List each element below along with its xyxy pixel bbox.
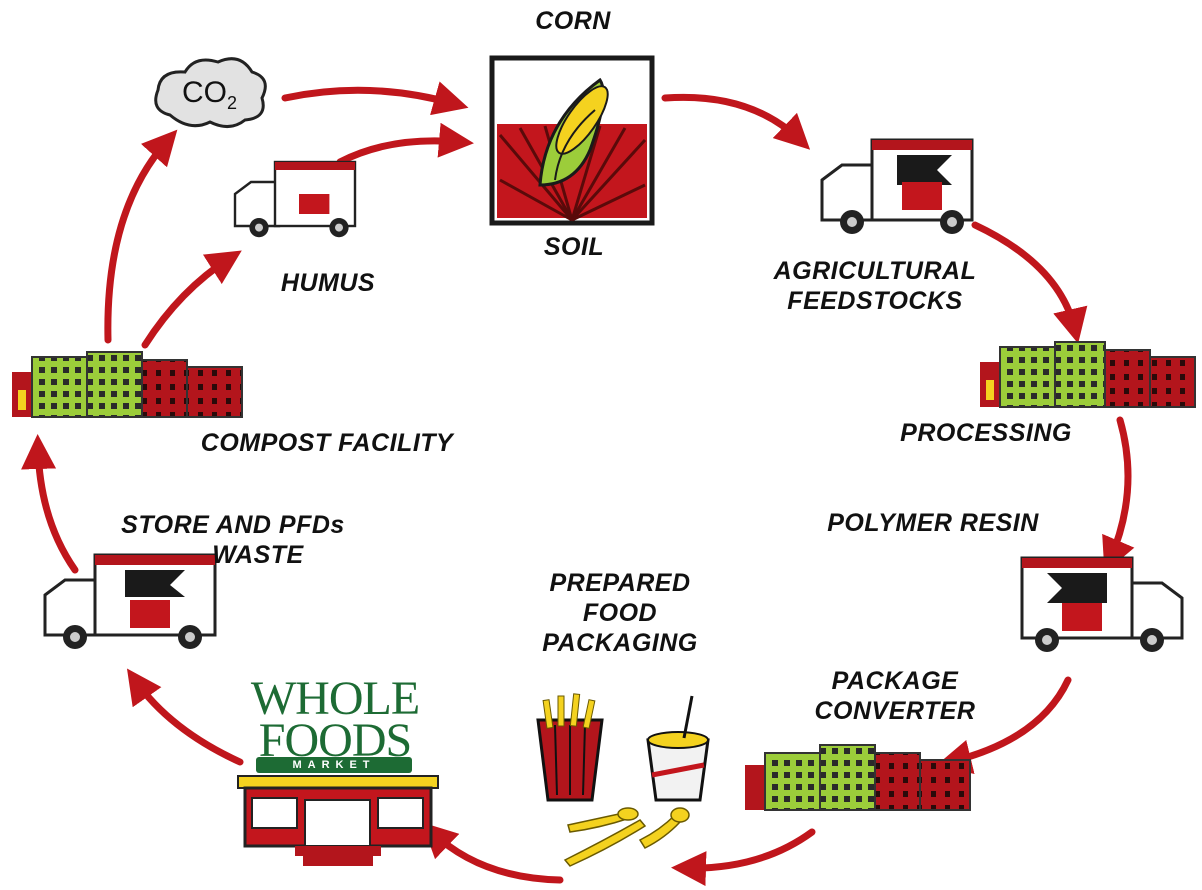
logo-market-tag: MARKET — [256, 757, 412, 773]
arrow-converter-to-packaging — [671, 828, 816, 887]
label-humus: HUMUS — [280, 269, 376, 297]
logo-line-foods: FOODS — [258, 714, 412, 767]
truck-icon-waste — [43, 553, 217, 649]
logo-line-whole: WHOLE — [250, 672, 420, 725]
arrow-store-to-waste — [126, 668, 244, 766]
label-store-waste: STORE AND PFDs WASTE — [98, 510, 368, 570]
label-package-converter: PACKAGE CONVERTER — [810, 666, 980, 726]
label-agricultural: AGRICULTURAL — [773, 257, 977, 285]
arrow-compost-to-co2 — [104, 129, 178, 344]
label-packaging: PACKAGING — [542, 629, 698, 657]
label-prepared-food-packaging: PREPARED FOOD PACKAGING — [530, 568, 710, 658]
label-agricultural-feedstocks: AGRICULTURAL FEEDSTOCKS — [750, 256, 1000, 316]
arrow-resin-to-converter — [936, 676, 1072, 775]
truck-icon-humus — [233, 160, 357, 238]
corn-soil-icon — [489, 55, 655, 226]
store-icon — [237, 775, 439, 866]
truck-icon-resin — [1020, 556, 1184, 652]
co2-cloud-icon — [154, 57, 267, 128]
label-waste: WASTE — [212, 541, 304, 569]
label-soil: SOIL — [543, 233, 605, 261]
label-co2-base: CO — [182, 76, 227, 109]
arrow-co2-to-soil — [281, 81, 469, 116]
label-food: FOOD — [582, 599, 658, 627]
arrow-processing-to-resin — [1102, 416, 1135, 573]
label-corn: CORN — [535, 7, 611, 35]
label-prepared: PREPARED — [549, 569, 691, 597]
arrow-packaging-to-store — [421, 822, 564, 884]
label-store-and-pfds: STORE AND PFDs — [121, 511, 345, 539]
arrow-humus-to-soil — [336, 122, 474, 166]
arrow-feedstocks-to-processing — [971, 221, 1088, 344]
truck-icon-feedstocks — [820, 138, 974, 234]
packaging-icon — [536, 693, 710, 867]
label-co2-sub: 2 — [227, 93, 238, 113]
building-icon-compost — [12, 351, 243, 418]
arrow-waste-to-compost — [21, 434, 79, 574]
building-icon-converter — [745, 744, 971, 811]
whole-foods-logo: WHOLE FOODS — [250, 672, 420, 767]
label-processing: PROCESSING — [900, 419, 1072, 447]
label-converter: CONVERTER — [814, 697, 976, 725]
label-feedstocks: FEEDSTOCKS — [787, 287, 963, 315]
label-compost-facility: COMPOST FACILITY — [200, 429, 454, 457]
cycle-arrows — [21, 81, 1135, 887]
label-polymer-resin: POLYMER RESIN — [827, 509, 1039, 537]
arrow-compost-to-humus — [141, 250, 242, 349]
building-icon-processing — [980, 341, 1196, 408]
arrow-soil-to-feedstocks — [661, 93, 811, 150]
label-co2: CO2 — [182, 76, 237, 114]
label-package: PACKAGE — [831, 667, 959, 695]
